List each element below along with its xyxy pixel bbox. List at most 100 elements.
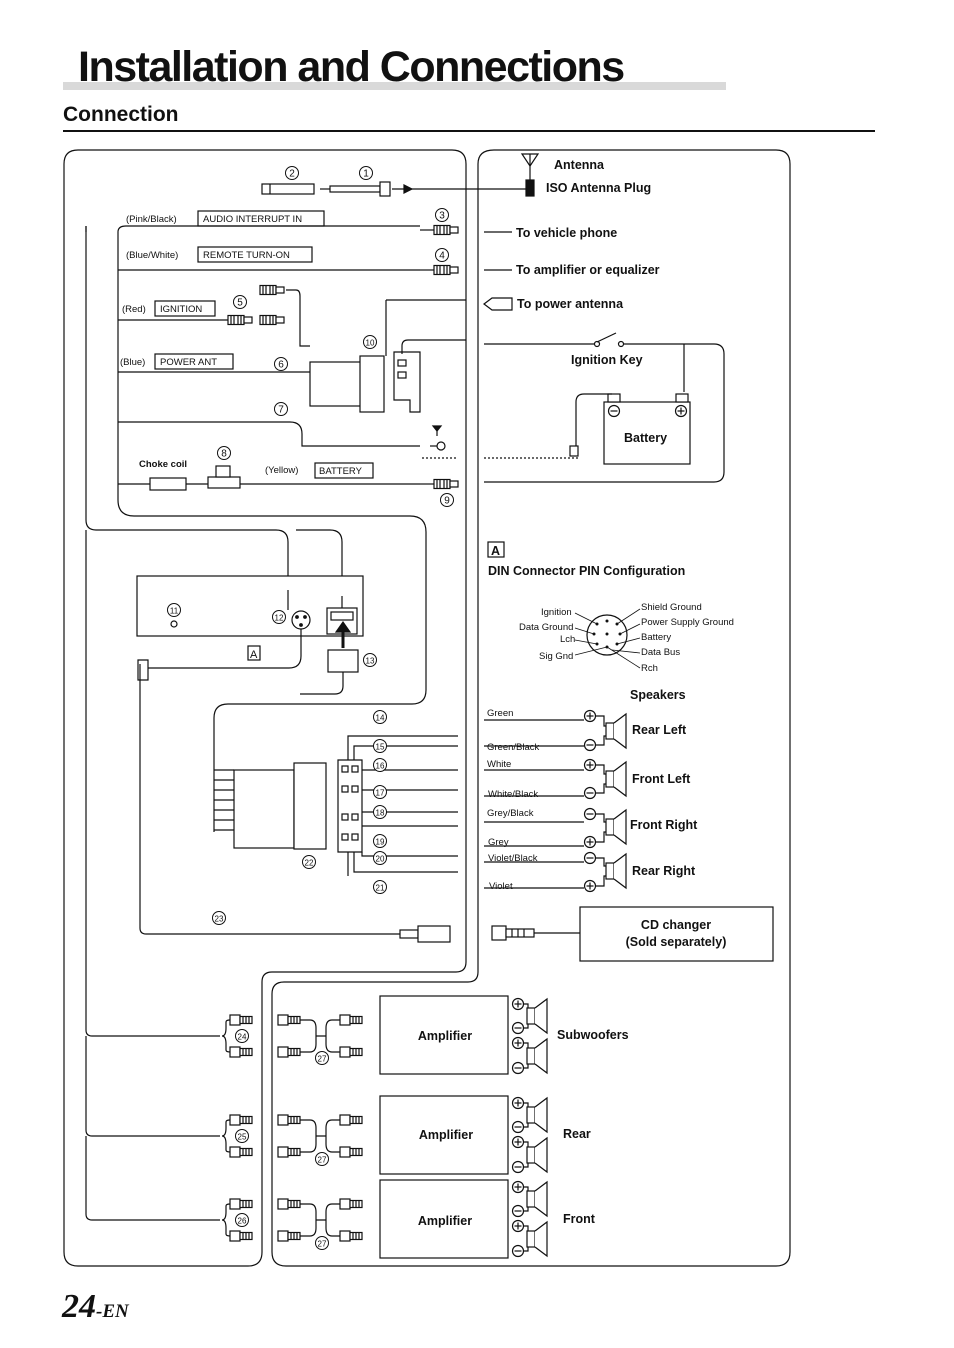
wire-white: White: [487, 759, 511, 770]
blue-white-label: (Blue/White): [126, 250, 178, 261]
din-title: DIN Connector PIN Configuration: [488, 564, 685, 578]
power-ant-label: POWER ANT: [160, 357, 217, 368]
page-number: 24-EN: [62, 1288, 129, 1326]
amplifier-label-sub: Amplifier: [418, 1029, 472, 1043]
callout-23: 23: [212, 911, 226, 925]
callout-number: 21: [376, 884, 385, 893]
callout-27: 27: [315, 1152, 329, 1166]
callout-8: 8: [217, 446, 231, 460]
blue-label: (Blue): [120, 357, 145, 368]
cd-changer-label: CD changer: [641, 918, 711, 932]
callout-number: 6: [278, 360, 284, 371]
din-pin-leaders: [574, 608, 641, 669]
ground-screw-icon: [430, 425, 446, 451]
right-panel-outline: [271, 149, 791, 1267]
power-antenna-lead: [386, 299, 466, 354]
wire-grey-black: Grey/Black: [487, 808, 534, 819]
ignition-junction-wire: [286, 289, 310, 347]
ignition-key-wire: [484, 343, 725, 483]
y-cable-front: [277, 1198, 363, 1242]
speaker-harness-block: [233, 769, 295, 849]
wire-green-black: Green/Black: [487, 742, 540, 753]
speaker-front-left-icon: [605, 761, 627, 797]
page-number-suffix: -EN: [96, 1301, 129, 1322]
callout-number: 26: [238, 1217, 247, 1226]
preout-rca-group-24: [221, 1014, 253, 1058]
din-pin-sig-gnd: Sig Gnd: [539, 651, 573, 662]
callout-9: 9: [440, 493, 454, 507]
callout-number: 4: [439, 251, 445, 262]
callout-7: 7: [274, 402, 288, 416]
preout-rca-group-25: [221, 1114, 253, 1158]
antenna-label: Antenna: [554, 158, 605, 172]
power-ant-box: [154, 353, 234, 370]
choke-coil-label: Choke coil: [139, 459, 187, 470]
speaker-front-right-label: Front Right: [630, 818, 698, 832]
callout-15: 15: [373, 739, 387, 753]
din-pin-battery: Battery: [641, 632, 671, 643]
iso-connector-cap: [359, 355, 385, 413]
antenna-connector-1: [320, 181, 391, 197]
audio-interrupt-label: AUDIO INTERRUPT IN: [203, 214, 302, 225]
plug-ignition-a: [259, 284, 285, 296]
amplifier-rear: [379, 1095, 509, 1175]
battery-box: [314, 462, 374, 479]
ignition-key-label: Ignition Key: [571, 353, 643, 367]
callout-number: 13: [366, 657, 375, 666]
choke-coil: [149, 477, 187, 491]
harness-bundle-wire: [117, 232, 427, 832]
din-pin-data-bus: Data Bus: [641, 647, 680, 658]
cd-changer-cable: [139, 664, 400, 935]
callout-6: 6: [274, 357, 288, 371]
callout-number: 5: [237, 298, 243, 309]
amplifier-subwoofers: [379, 995, 509, 1075]
callout-4: 4: [435, 248, 449, 262]
speaker-rear-right-icon: [605, 853, 627, 889]
speaker-harness-cap: [293, 762, 327, 850]
wire-white-black: White/Black: [488, 789, 538, 800]
callout-number: 15: [376, 743, 385, 752]
to-vehicle-phone-label: To vehicle phone: [516, 226, 617, 240]
page-number-value: 24: [62, 1288, 96, 1325]
callout-number: 7: [278, 405, 284, 416]
callout-3: 3: [435, 208, 449, 222]
unit-marker-a: A: [250, 649, 258, 661]
callout-number: 27: [318, 1156, 327, 1165]
callout-24: 24: [235, 1029, 249, 1043]
callout-25: 25: [235, 1129, 249, 1143]
din-pin-power-supply-ground: Power Supply Ground: [641, 617, 734, 628]
harness-wire: [296, 529, 343, 596]
section-rule: [63, 130, 875, 132]
harness-wire: [85, 226, 289, 590]
rca-extension-box: [327, 649, 359, 673]
callout-number: 17: [376, 789, 385, 798]
callout-27: 27: [315, 1051, 329, 1065]
callout-number: 8: [221, 449, 227, 460]
amp-speakers-rear: [511, 1096, 548, 1174]
wire-violet-black: Violet/Black: [488, 853, 538, 864]
callout-27: 27: [315, 1236, 329, 1250]
din-marker: A: [491, 544, 500, 558]
ignition-key-switch-icon: [596, 332, 617, 343]
callout-number: 2: [289, 169, 295, 180]
callout-22: 22: [302, 855, 316, 869]
to-power-antenna-label: To power antenna: [517, 297, 624, 311]
battery-ground-wire: [575, 393, 612, 452]
callout-group: 1234567891011121314151617181920212223242…: [167, 166, 454, 1250]
cd-changer-box: [579, 906, 774, 962]
minus-icon: [583, 738, 597, 752]
harness-wire: [287, 590, 343, 610]
callout-number: 3: [439, 211, 445, 222]
arrow-icon: [403, 184, 414, 194]
subwoofers-label: Subwoofers: [557, 1028, 629, 1042]
din-pin-rch: Rch: [641, 663, 658, 674]
plug-remote-turn-on: [433, 264, 459, 276]
callout-20: 20: [373, 851, 387, 865]
cd-changer-plug-left: [399, 925, 451, 943]
iso-connector-block: [309, 361, 365, 407]
callout-1: 1: [359, 166, 373, 180]
amplifier-label-rear: Amplifier: [419, 1128, 473, 1142]
din-pin-shield-ground: Shield Ground: [641, 602, 702, 613]
speaker-rear-right-label: Rear Right: [632, 864, 696, 878]
